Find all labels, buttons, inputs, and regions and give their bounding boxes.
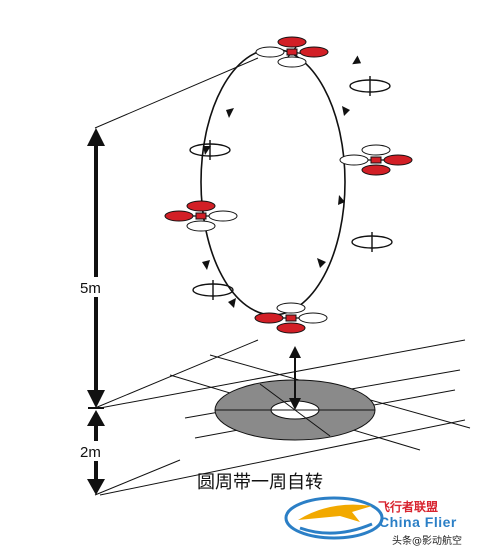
flight-circle-path bbox=[200, 48, 346, 316]
yaw-icon-left-upper bbox=[189, 140, 231, 160]
label-5m-bg bbox=[76, 277, 116, 297]
drone-left bbox=[164, 200, 238, 232]
height-label-2m: 2m bbox=[80, 444, 101, 461]
watermark-logo-icon bbox=[284, 496, 384, 540]
diagram-caption: 圆周带一周自转 bbox=[197, 472, 323, 493]
takeoff-arrow bbox=[289, 346, 301, 410]
watermark-brand-latin: China Flier bbox=[379, 514, 457, 530]
yaw-icon-left-lower bbox=[192, 280, 234, 300]
watermark-brand: 飞行者联盟 bbox=[378, 500, 439, 514]
drone-top bbox=[255, 36, 329, 68]
height-arrowheads bbox=[87, 128, 105, 495]
height-dimension bbox=[88, 57, 259, 496]
drone-bottom bbox=[254, 302, 328, 334]
yaw-rotation-indicators bbox=[189, 76, 393, 300]
height-label-5m: 5m bbox=[80, 280, 101, 297]
label-2m-bg bbox=[76, 441, 116, 461]
yaw-icon-right-upper bbox=[349, 76, 391, 96]
drone-right bbox=[339, 144, 413, 176]
yaw-icon-right-lower bbox=[351, 232, 393, 252]
watermark-source: 头条@影动航空 bbox=[392, 536, 462, 547]
path-direction-arrows bbox=[202, 55, 362, 308]
